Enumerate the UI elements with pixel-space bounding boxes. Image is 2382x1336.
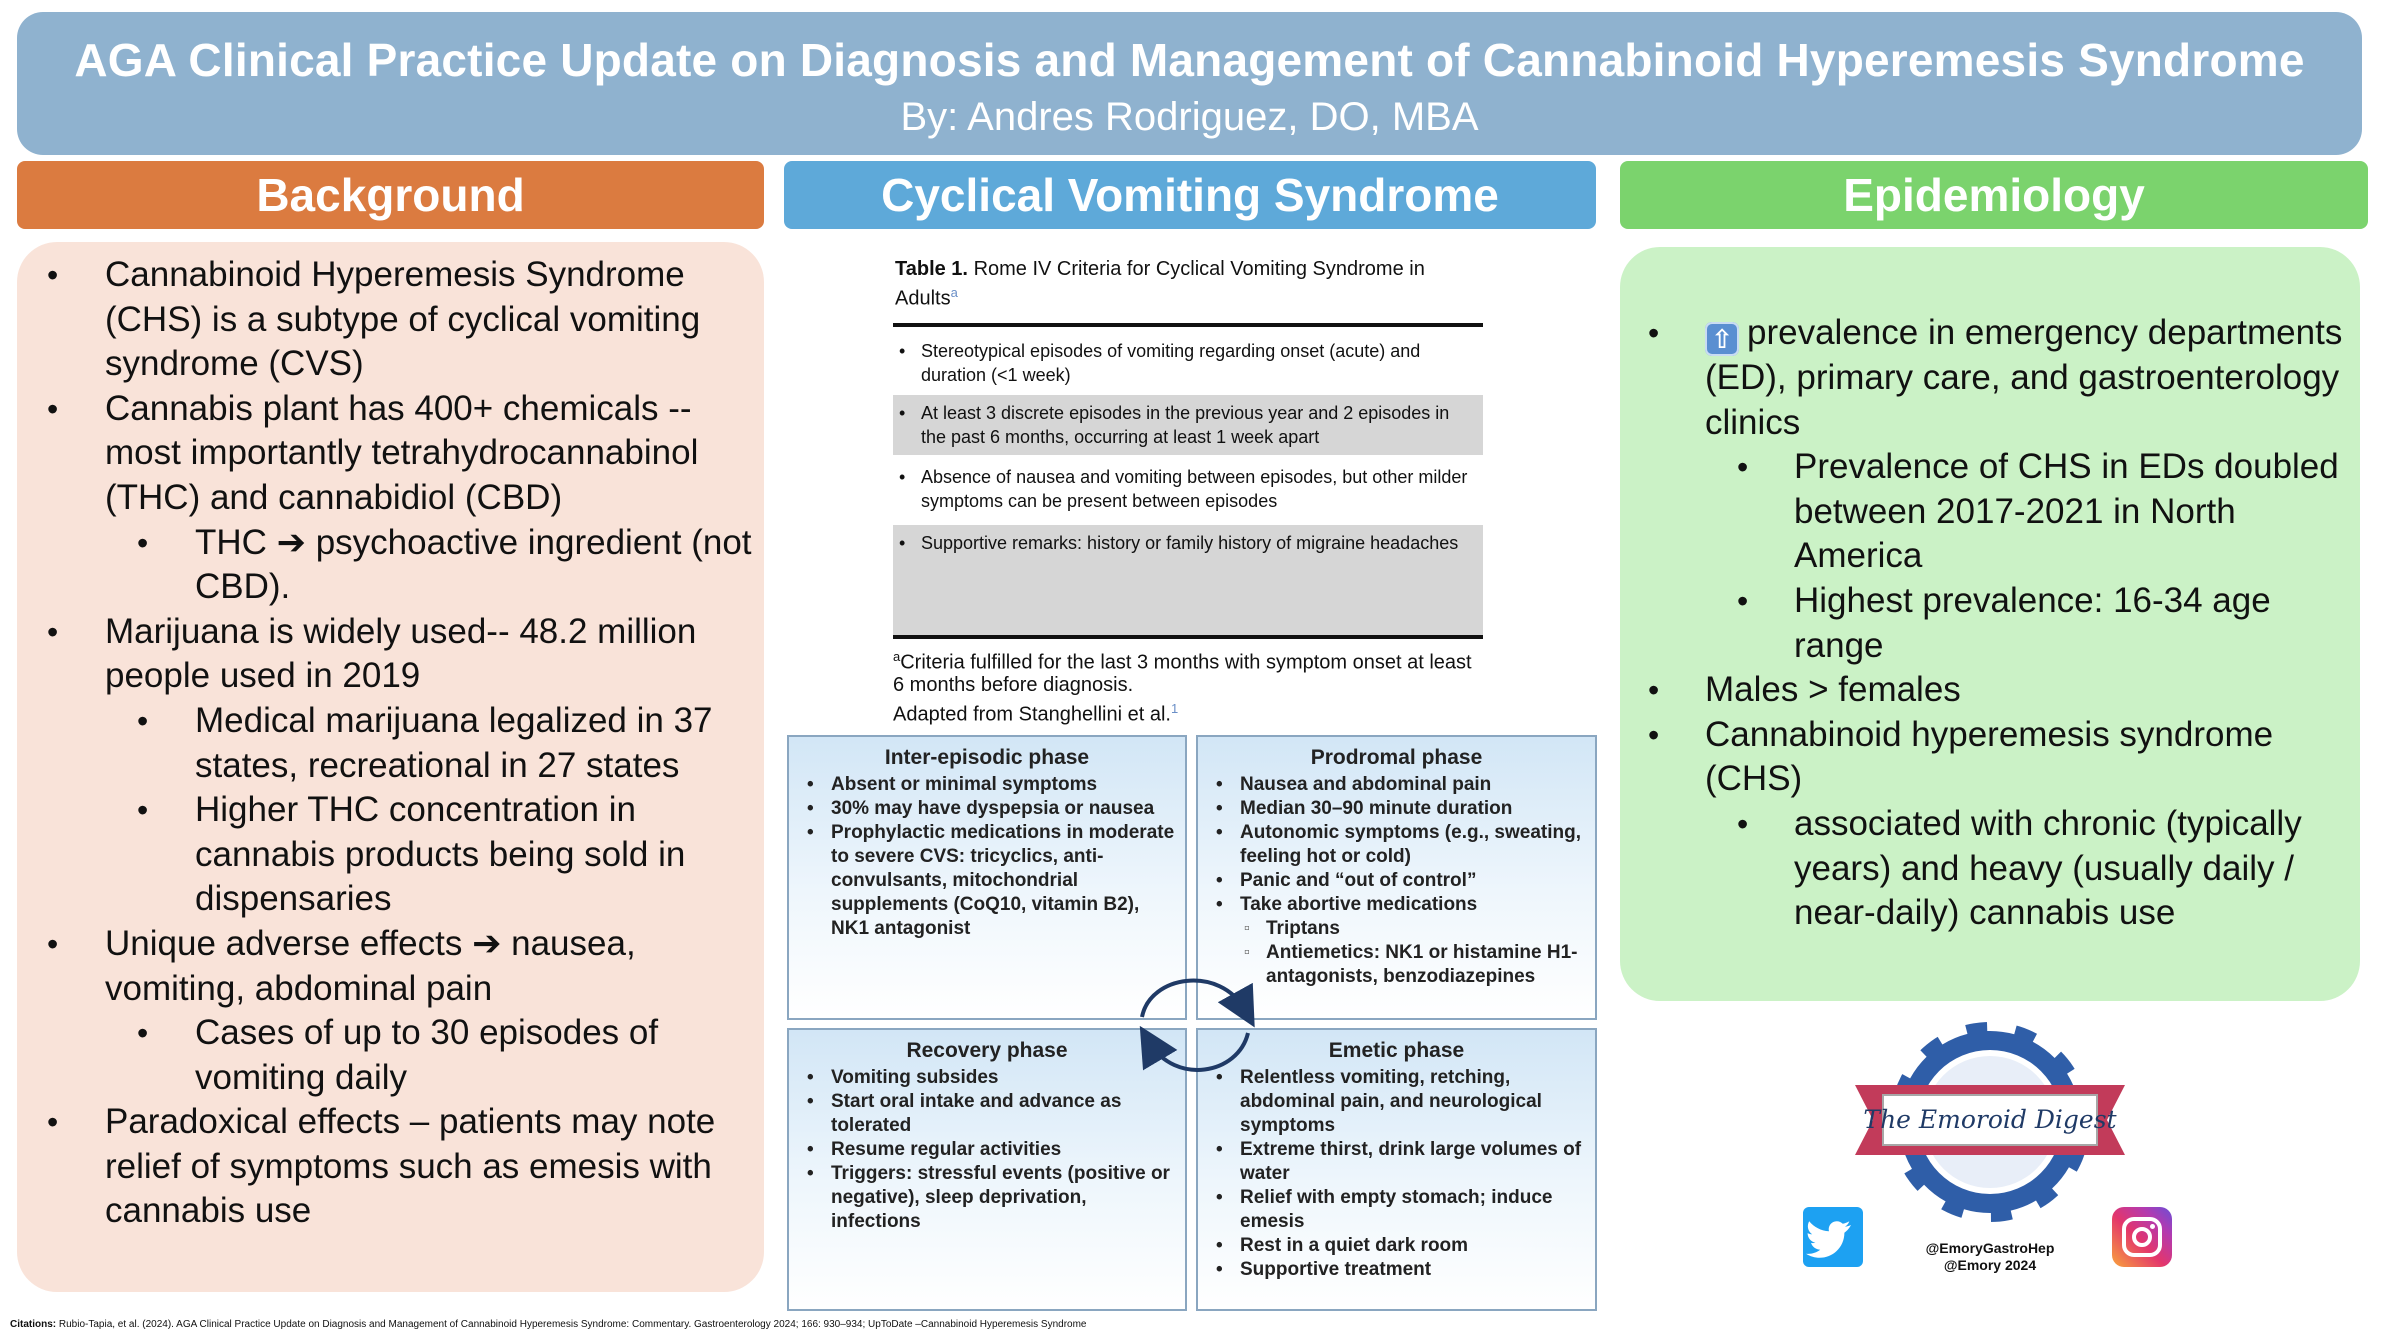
list-item: Paradoxical effects – patients may note … — [17, 1100, 764, 1234]
recovery-phase-box: Recovery phase Vomiting subsides Start o… — [787, 1028, 1187, 1311]
list-item: associated with chronic (typically years… — [1620, 802, 2360, 936]
list-item: Antiemetics: NK1 or histamine H1-antagon… — [1244, 941, 1585, 989]
header-banner: AGA Clinical Practice Update on Diagnosi… — [17, 12, 2362, 155]
list-item: Cannabis plant has 400+ chemicals -- mos… — [17, 387, 764, 521]
background-list: Cannabinoid Hyperemesis Syndrome (CHS) i… — [17, 253, 764, 1234]
list-item: Prophylactic medications in moderate to … — [807, 821, 1175, 941]
inter-episodic-phase-box: Inter-episodic phase Absent or minimal s… — [787, 735, 1187, 1020]
cycle-arrows-icon — [1139, 978, 1255, 1072]
list-item-text: prevalence in emergency departments (ED)… — [1705, 313, 2343, 442]
table-caption-text: Rome IV Criteria for Cyclical Vomiting S… — [895, 258, 1425, 310]
epidemiology-list: ⇧prevalence in emergency departments (ED… — [1620, 311, 2360, 936]
list-item: Higher THC concentration in cannabis pro… — [17, 788, 764, 922]
prodromal-phase-box: Prodromal phase Nausea and abdominal pai… — [1196, 735, 1597, 1020]
list-item: Absent or minimal symptoms — [807, 773, 1175, 797]
citation-label: Citations: — [10, 1319, 57, 1330]
table-row: Stereotypical episodes of vomiting regar… — [893, 333, 1483, 393]
footnote-mark: a — [893, 648, 901, 664]
list-item: Extreme thirst, drink large volumes of w… — [1216, 1138, 1585, 1186]
list-item: Cannabinoid hyperemesis syndrome (CHS) — [1620, 713, 2360, 802]
phase-title: Recovery phase — [906, 1039, 1068, 1062]
list-item: Rest in a quiet dark room — [1216, 1234, 1585, 1258]
list-item: Nausea and abdominal pain — [1216, 773, 1585, 797]
list-item: Triggers: stressful events (positive or … — [807, 1162, 1175, 1234]
twitter-icon[interactable] — [1803, 1207, 1863, 1267]
emoroid-digest-logo[interactable]: The Emoroid Digest — [1845, 1015, 2135, 1230]
up-arrow-icon: ⇧ — [1705, 322, 1739, 356]
list-item: Supportive treatment — [1216, 1258, 1585, 1282]
copyright-text: @Emory 2024 — [1943, 1257, 2037, 1273]
epidemiology-heading: Epidemiology — [1620, 161, 2368, 229]
list-item: Start oral intake and advance as tolerat… — [807, 1090, 1175, 1138]
list-item: Highest prevalence: 16-34 age range — [1620, 579, 2360, 668]
table-top-rule — [893, 322, 1483, 327]
list-item: Median 30–90 minute duration — [1216, 797, 1585, 821]
table-label: Table 1. — [895, 258, 968, 280]
twitter-handle[interactable]: @EmoryGastroHep — [1925, 1240, 2055, 1256]
list-item: Medical marijuana legalized in 37 states… — [17, 699, 764, 788]
instagram-icon[interactable] — [2112, 1207, 2172, 1267]
footnote-text: Criteria fulfilled for the last 3 months… — [893, 651, 1472, 697]
table-row: Absence of nausea and vomiting between e… — [893, 459, 1483, 519]
list-item: 30% may have dyspepsia or nausea — [807, 797, 1175, 821]
list-item: Relief with empty stomach; induce emesis — [1216, 1186, 1585, 1234]
author-byline: By: Andres Rodriguez, DO, MBA — [900, 95, 1479, 139]
table-footnote: aCriteria fulfilled for the last 3 month… — [893, 645, 1483, 727]
table-row: At least 3 discrete episodes in the prev… — [893, 394, 1483, 455]
list-item: ⇧prevalence in emergency departments (ED… — [1620, 311, 2360, 445]
social-handles: @EmoryGastroHep @Emory 2024 — [1880, 1240, 2100, 1274]
list-item: Panic and “out of control” — [1216, 869, 1585, 893]
list-item: Cases of up to 30 episodes of vomiting d… — [17, 1011, 764, 1100]
adapted-ref: 1 — [1170, 701, 1179, 717]
list-item: Unique adverse effects ➔ nausea, vomitin… — [17, 922, 764, 1011]
table-row: Supportive remarks: history or family hi… — [893, 524, 1483, 635]
list-item: THC ➔ psychoactive ingredient (not CBD). — [17, 521, 764, 610]
phase-title: Inter-episodic phase — [884, 746, 1090, 769]
citation-text: Rubio-Tapia, et al. (2024). AGA Clinical… — [58, 1319, 1087, 1330]
emetic-phase-box: Emetic phase Relentless vomiting, retchi… — [1196, 1028, 1597, 1311]
list-item: Take abortive medications — [1216, 893, 1585, 917]
table-bottom-rule — [893, 634, 1483, 639]
background-heading: Background — [17, 161, 764, 229]
list-item: Cannabinoid Hyperemesis Syndrome (CHS) i… — [17, 253, 764, 387]
list-item: Prevalence of CHS in EDs doubled between… — [1620, 445, 2360, 579]
list-item: Resume regular activities — [807, 1138, 1175, 1162]
list-item: Relentless vomiting, retching, abdominal… — [1216, 1066, 1585, 1138]
phase-title: Prodromal phase — [1310, 746, 1483, 769]
logo-text: The Emoroid Digest — [1863, 1105, 2117, 1134]
rome-iv-table: Table 1. Rome IV Criteria for Cyclical V… — [893, 258, 1483, 727]
page-title: AGA Clinical Practice Update on Diagnosi… — [74, 34, 2305, 86]
cvs-heading: Cyclical Vomiting Syndrome — [784, 161, 1596, 229]
caption-footnote-mark: a — [950, 285, 958, 300]
table-caption: Table 1. Rome IV Criteria for Cyclical V… — [893, 258, 1483, 311]
list-item: Marijuana is widely used-- 48.2 million … — [17, 610, 764, 699]
list-item: Males > females — [1620, 668, 2360, 713]
list-item: Vomiting subsides — [807, 1066, 1175, 1090]
adapted-from: Adapted from Stanghellini et al. — [893, 703, 1171, 726]
phase-title: Emetic phase — [1328, 1039, 1465, 1062]
list-item: Autonomic symptoms (e.g., sweating, feel… — [1216, 821, 1585, 869]
list-item: Triptans — [1244, 917, 1585, 941]
citation: Citations: Rubio-Tapia, et al. (2024). A… — [10, 1318, 2310, 1332]
